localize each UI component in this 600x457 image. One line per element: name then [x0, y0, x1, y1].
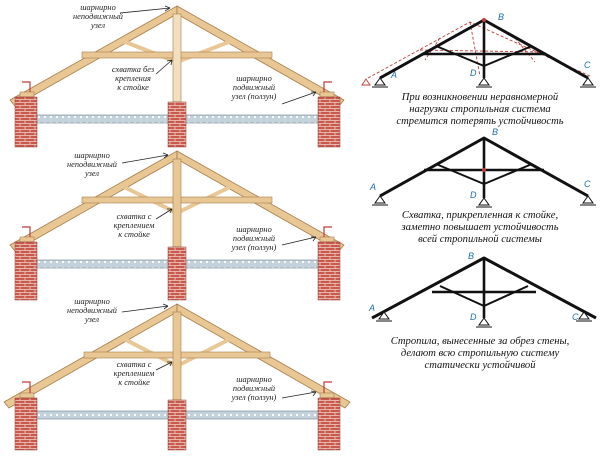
wall-plate — [19, 236, 35, 243]
arrow-icon — [164, 5, 171, 12]
slider-node-label: шарнирно подвижный узел (ползун) — [231, 225, 277, 252]
building-diagram-2 — [9, 150, 345, 301]
support-icon — [476, 317, 492, 328]
arrow-icon — [155, 59, 173, 75]
truss-scheme-1 — [361, 18, 596, 88]
brick-wall-left — [14, 397, 38, 451]
scheme-caption: При возникновении неравномерной нагрузки… — [396, 92, 564, 127]
scheme-caption: Стропила, вынесенные за обрез стены, дел… — [390, 336, 570, 371]
point-label-c: C — [572, 312, 579, 322]
king-post — [172, 158, 182, 248]
point-label-c: C — [584, 179, 591, 189]
arrow-icon — [162, 303, 169, 310]
king-post — [172, 13, 182, 103]
ridge-node-label: шарнирно неподвижный узел — [66, 151, 117, 178]
point-label-a: A — [369, 303, 376, 313]
strut-brace — [119, 38, 178, 64]
brick-wall-right — [317, 397, 341, 451]
joint-node — [482, 18, 486, 22]
king-post — [172, 311, 182, 401]
arrow-icon — [281, 236, 317, 246]
slider-node-icon — [323, 81, 332, 92]
arrow-icon — [281, 391, 317, 399]
arrow-icon — [167, 361, 173, 367]
truss-scheme-2 — [372, 136, 596, 208]
support-icon — [576, 311, 592, 322]
deformed-shape-line — [419, 21, 541, 77]
deformed-shape-line — [367, 21, 591, 79]
support-icon — [372, 195, 388, 206]
wall-plate — [319, 236, 335, 243]
arrow-icon — [311, 91, 317, 97]
arrow-icon — [162, 152, 169, 159]
brick-wall-center — [167, 246, 187, 301]
wall-plate — [319, 392, 335, 399]
support-icon — [361, 78, 371, 86]
slider-node-icon — [323, 226, 332, 237]
arrow-icon — [311, 236, 317, 242]
wall-plate — [19, 91, 35, 98]
support-icon — [580, 195, 596, 206]
support-icon — [476, 197, 492, 208]
ridge-node-label: шарнирно неподвижный узел — [66, 297, 117, 324]
brick-wall-center — [167, 399, 187, 451]
joint-node — [482, 168, 486, 172]
collar-tie-label: схватка без крепления к стойке — [111, 65, 155, 92]
arrow-icon — [119, 7, 171, 14]
collar-tie-label: схватка с креплением к стойке — [113, 360, 155, 387]
arrow-icon — [121, 305, 169, 313]
slider-node-icon — [22, 381, 31, 393]
point-label-a: A — [391, 70, 398, 80]
support-icon — [376, 311, 392, 322]
point-label-d: D — [470, 68, 477, 78]
brick-wall-left — [14, 96, 38, 148]
point-label-d: D — [470, 312, 477, 322]
truss-scheme-3 — [371, 256, 597, 328]
collar-tie-label: схватка с креплением к стойке — [113, 212, 155, 239]
brick-wall-right — [317, 96, 341, 148]
brick-wall-left — [14, 241, 38, 301]
truss-struts — [439, 285, 529, 307]
wall-plate — [19, 392, 35, 399]
point-label-b: B — [468, 251, 475, 261]
support-icon — [372, 77, 388, 88]
arrow-icon — [121, 154, 169, 164]
point-label-a: A — [370, 182, 377, 192]
truss-struts — [435, 45, 533, 67]
building-diagram-1 — [9, 5, 345, 148]
arrow-icon — [167, 208, 173, 214]
slider-node-icon — [22, 81, 31, 92]
arrow-icon — [310, 390, 317, 397]
brick-wall-right — [317, 241, 341, 301]
arrow-icon — [155, 361, 173, 371]
brick-wall-center — [167, 101, 187, 148]
wall-plate — [319, 91, 335, 98]
ridge-node-label: шарнирно неподвижный узел — [72, 3, 123, 30]
point-label-b: B — [498, 12, 505, 22]
support-icon — [580, 77, 596, 88]
slider-node-label: шарнирно подвижный узел (ползун) — [231, 375, 277, 402]
arrow-icon — [166, 59, 173, 66]
arrow-icon — [155, 208, 173, 220]
scheme-caption: Схватка, прикрепленная к стойке, заметно… — [401, 210, 559, 245]
arrow-icon — [281, 91, 317, 105]
truss-struts — [435, 163, 533, 185]
strut-brace — [176, 38, 235, 64]
slider-node-label: шарнирно подвижный узел (ползун) — [231, 74, 277, 101]
point-label-b: B — [492, 127, 499, 137]
building-diagram-3 — [3, 303, 351, 451]
point-label-c: C — [584, 60, 591, 70]
slider-node-icon — [323, 381, 332, 393]
slider-node-icon — [22, 226, 31, 237]
point-label-d: D — [470, 190, 477, 200]
support-icon — [476, 77, 492, 88]
